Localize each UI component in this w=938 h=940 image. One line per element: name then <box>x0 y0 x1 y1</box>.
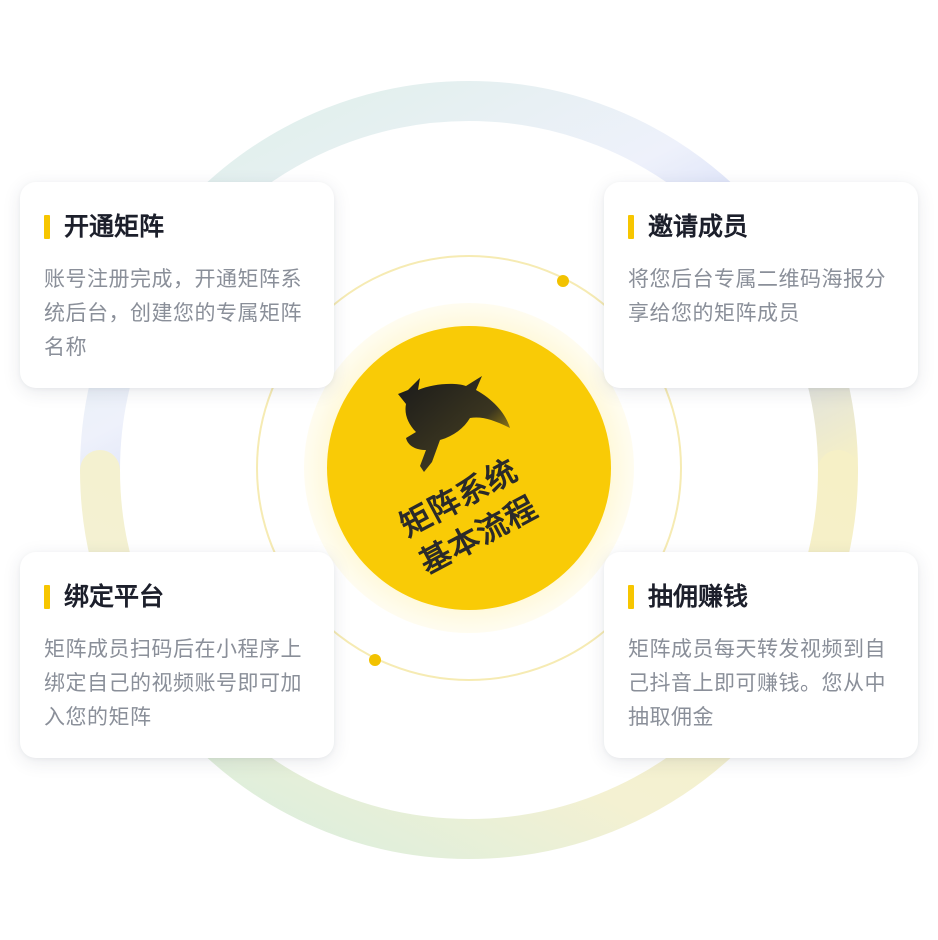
step-title-text: 邀请成员 <box>648 212 749 241</box>
step-title: 绑定平台 <box>44 582 310 612</box>
step-title: 开通矩阵 <box>44 212 310 242</box>
step-description: 账号注册完成，开通矩阵系统后台，创建您的专属矩阵名称 <box>44 267 302 359</box>
center-circle <box>327 326 611 610</box>
step-title: 邀请成员 <box>628 212 894 242</box>
accent-bar <box>44 215 50 239</box>
step-card-bind-platform: 绑定平台 矩阵成员扫码后在小程序上绑定自己的视频账号即可加入您的矩阵 <box>20 552 334 758</box>
unicorn-icon <box>398 376 510 472</box>
accent-bar <box>628 585 634 609</box>
step-description: 将您后台专属二维码海报分享给您的矩阵成员 <box>628 267 886 325</box>
step-card-open-matrix: 开通矩阵 账号注册完成，开通矩阵系统后台，创建您的专属矩阵名称 <box>20 182 334 388</box>
step-title: 抽佣赚钱 <box>628 582 894 612</box>
accent-bar <box>628 215 634 239</box>
step-description: 矩阵成员每天转发视频到自己抖音上即可赚钱。您从中抽取佣金 <box>628 637 886 729</box>
step-card-invite-members: 邀请成员 将您后台专属二维码海报分享给您的矩阵成员 <box>604 182 918 388</box>
step-card-earn-commission: 抽佣赚钱 矩阵成员每天转发视频到自己抖音上即可赚钱。您从中抽取佣金 <box>604 552 918 758</box>
step-title-text: 抽佣赚钱 <box>648 582 749 611</box>
inner-orbit <box>256 255 682 681</box>
step-title-text: 绑定平台 <box>64 582 165 611</box>
step-title-text: 开通矩阵 <box>64 212 165 241</box>
accent-bar <box>44 585 50 609</box>
step-description: 矩阵成员扫码后在小程序上绑定自己的视频账号即可加入您的矩阵 <box>44 637 302 729</box>
orbit-dot-bottom-left <box>369 654 381 666</box>
orbit-dot-top-right <box>557 275 569 287</box>
